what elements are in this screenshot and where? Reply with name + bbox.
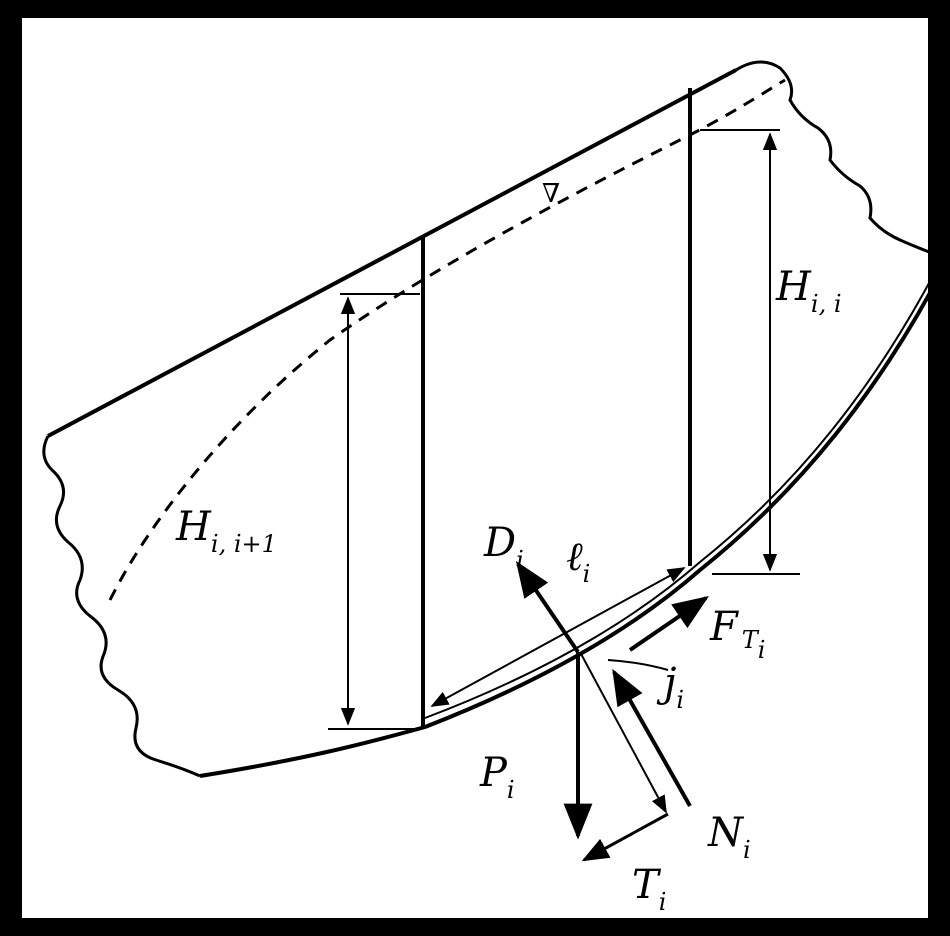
p-label: Pi bbox=[479, 750, 515, 804]
left-wavy-boundary bbox=[42, 435, 201, 778]
f-force-arrow bbox=[628, 595, 709, 652]
slip-surface-inner bbox=[424, 271, 936, 719]
l-label: ℓi bbox=[566, 534, 590, 588]
d-force-arrow bbox=[515, 561, 580, 654]
h-left-label: Hi, i+1 bbox=[175, 504, 277, 558]
n-label: Ni bbox=[707, 810, 751, 864]
t-force-arrow bbox=[581, 812, 669, 862]
t-label: Ti bbox=[632, 862, 666, 916]
d-label: Di bbox=[483, 520, 524, 574]
n-force-arrow bbox=[612, 668, 692, 807]
p-normal-component bbox=[579, 651, 667, 814]
l-dimension bbox=[430, 567, 686, 707]
phreatic-line bbox=[108, 78, 786, 601]
right-wavy-boundary bbox=[735, 60, 946, 260]
ground-surface-line bbox=[47, 68, 737, 438]
h-right-label: Hi, i bbox=[775, 264, 842, 318]
water-level-symbol: ∇ bbox=[542, 179, 560, 209]
angle-j-arc bbox=[607, 659, 669, 671]
slip-surface bbox=[199, 264, 947, 778]
